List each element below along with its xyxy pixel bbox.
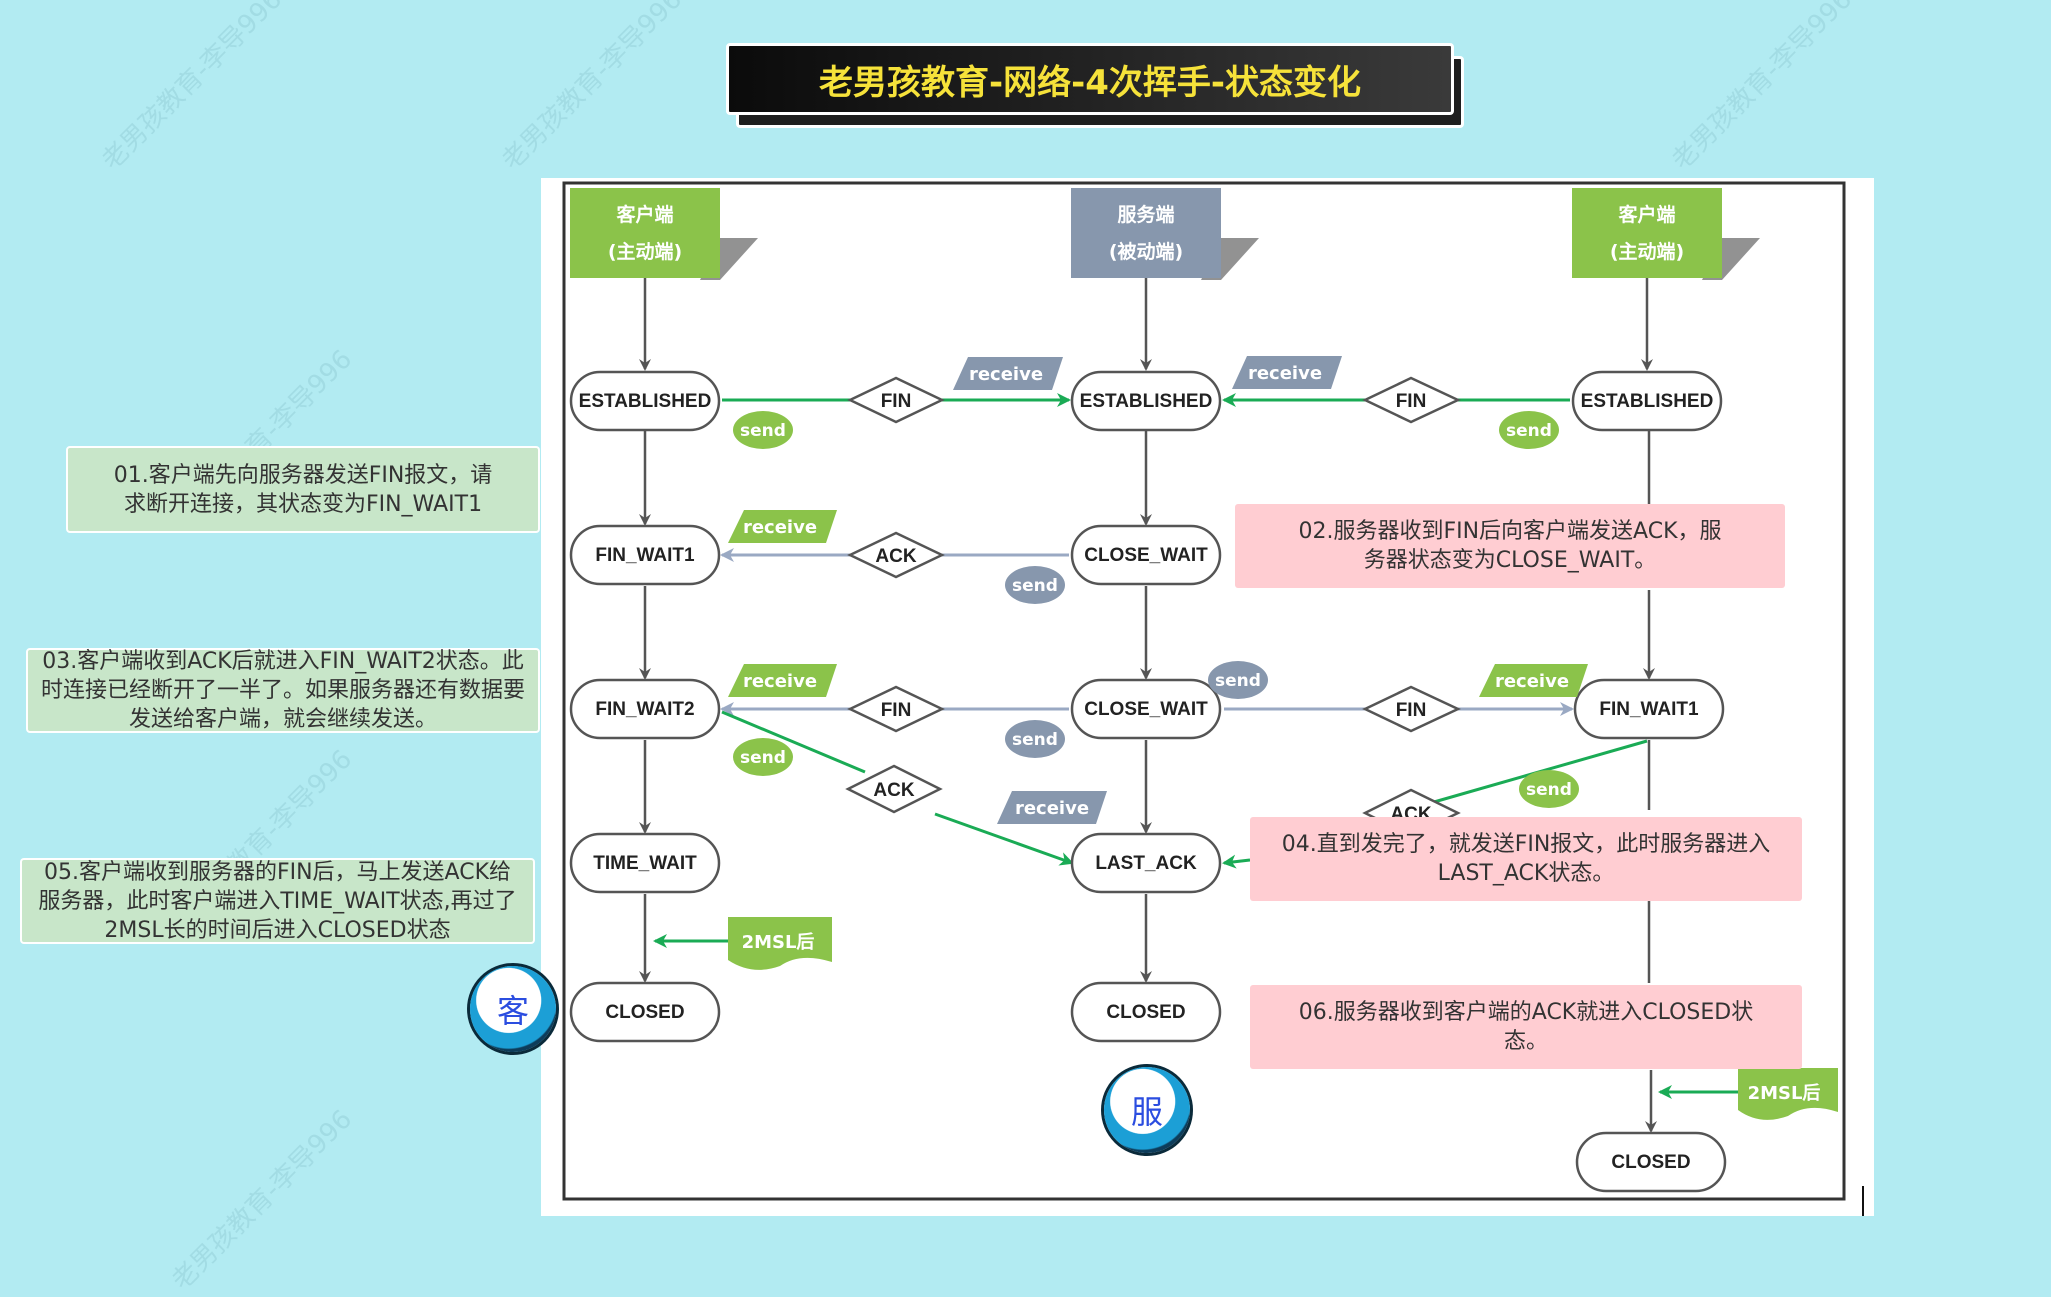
svg-text:FIN: FIN <box>881 391 912 412</box>
state-right-closed: CLOSED <box>1575 1131 1727 1193</box>
svg-text:FIN_WAIT1: FIN_WAIT1 <box>1599 699 1699 720</box>
send-tag: send <box>1519 770 1579 808</box>
svg-text:send: send <box>1526 780 1572 800</box>
svg-text:2MSL后: 2MSL后 <box>1748 1083 1821 1104</box>
send-tag: send <box>733 738 793 776</box>
svg-text:FIN: FIN <box>1396 700 1427 721</box>
header-label: 客户端 <box>1618 203 1675 226</box>
svg-text:LAST_ACK: LAST_ACK <box>1095 853 1197 874</box>
send-tag: send <box>733 411 793 449</box>
state-left-fin-wait1: FIN_WAIT1 <box>569 524 721 586</box>
message-ack-1: ACK <box>847 531 945 579</box>
svg-text:send: send <box>1215 671 1261 691</box>
note-02: 02.服务器收到FIN后向客户端发送ACK，服务器状态变为CLOSE_WAIT。 <box>1235 504 1785 588</box>
ack2-send-line <box>721 710 866 774</box>
svg-text:receive: receive <box>1248 363 1322 384</box>
server-badge-label: 服 <box>1130 1093 1163 1131</box>
receive-tag: receive <box>953 357 1063 390</box>
diagram-frame <box>562 181 1846 1201</box>
header-client-left: 客户端 (主动端) <box>570 188 758 280</box>
state-left-established: ESTABLISHED <box>569 370 721 432</box>
receive-tag: receive <box>1232 356 1342 389</box>
svg-text:TIME_WAIT: TIME_WAIT <box>593 853 697 874</box>
note-06: 06.服务器收到客户端的ACK就进入CLOSED状态。 <box>1250 985 1802 1069</box>
note-04: 04.直到发完了，就发送FIN报文，此时服务器进入LAST_ACK状态。 <box>1250 817 1802 901</box>
svg-text:send: send <box>740 421 786 441</box>
svg-text:send: send <box>1012 576 1058 596</box>
svg-text:send: send <box>1506 421 1552 441</box>
page-title-text: 老男孩教育-网络-4次挥手-状态变化 <box>819 62 1361 103</box>
message-fin-2: FIN <box>847 685 945 733</box>
receive-tag: receive <box>1479 664 1588 697</box>
svg-text:ESTABLISHED: ESTABLISHED <box>1080 391 1213 412</box>
header-sublabel: (被动端) <box>1109 240 1183 263</box>
state-mid-closed: CLOSED <box>1070 981 1222 1043</box>
state-diagram: 客户端 (主动端) 服务端 (被动端) 客户端 (主动端) <box>562 181 1846 1201</box>
svg-text:receive: receive <box>969 364 1043 385</box>
svg-text:receive: receive <box>743 517 817 538</box>
state-left-fin-wait2: FIN_WAIT2 <box>569 678 721 740</box>
header-client-right: 客户端 (主动端) <box>1572 188 1760 280</box>
svg-text:FIN: FIN <box>1396 391 1427 412</box>
svg-text:FIN: FIN <box>881 700 912 721</box>
note-05: 05.客户端收到服务器的FIN后，马上发送ACK给服务器，此时客户端进入TIME… <box>20 858 535 944</box>
client-badge-label: 客 <box>496 992 529 1030</box>
send-tag: send <box>1499 411 1559 449</box>
message-ack-2: ACK <box>845 764 943 814</box>
message-fin-right-1: FIN <box>1362 376 1461 424</box>
state-left-time-wait: TIME_WAIT <box>569 832 721 894</box>
svg-text:ACK: ACK <box>875 546 916 567</box>
svg-text:FIN_WAIT1: FIN_WAIT1 <box>595 545 695 566</box>
svg-text:CLOSED: CLOSED <box>1611 1152 1690 1173</box>
svg-text:CLOSE_WAIT: CLOSE_WAIT <box>1084 699 1208 720</box>
receive-tag: receive <box>997 791 1107 824</box>
send-tag: send <box>1005 720 1065 758</box>
vertical-flows <box>639 278 1657 1133</box>
state-mid-established: ESTABLISHED <box>1070 370 1222 432</box>
header-label: 服务端 <box>1117 203 1174 226</box>
svg-text:receive: receive <box>1495 671 1569 692</box>
text-cursor <box>1862 1186 1864 1216</box>
header-sublabel: (主动端) <box>608 240 682 263</box>
page-title: 老男孩教育-网络-4次挥手-状态变化 <box>726 43 1454 115</box>
state-left-closed: CLOSED <box>569 981 721 1043</box>
svg-text:receive: receive <box>743 671 817 692</box>
receive-tag: receive <box>728 510 837 543</box>
message-fin-right-2: FIN <box>1362 685 1461 733</box>
state-right-established: ESTABLISHED <box>1571 370 1723 432</box>
header-label: 客户端 <box>616 203 673 226</box>
svg-text:CLOSE_WAIT: CLOSE_WAIT <box>1084 545 1208 566</box>
receive-tag: receive <box>728 664 837 697</box>
state-mid-last-ack: LAST_ACK <box>1070 832 1222 894</box>
header-server: 服务端 (被动端) <box>1071 188 1259 280</box>
svg-text:FIN_WAIT2: FIN_WAIT2 <box>595 699 694 720</box>
state-right-fin-wait1: FIN_WAIT1 <box>1573 678 1725 740</box>
send-tag: send <box>1208 661 1268 699</box>
state-mid-close-wait-2: CLOSE_WAIT <box>1070 678 1222 740</box>
svg-text:2MSL后: 2MSL后 <box>742 932 815 953</box>
header-sublabel: (主动端) <box>1610 240 1684 263</box>
svg-text:send: send <box>1012 730 1058 750</box>
svg-text:CLOSED: CLOSED <box>605 1002 684 1023</box>
svg-text:ESTABLISHED: ESTABLISHED <box>1581 391 1714 412</box>
2msl-tag-right: 2MSL后 <box>1738 1068 1838 1120</box>
server-badge[interactable]: 服 <box>1104 1067 1190 1153</box>
svg-text:send: send <box>740 748 786 768</box>
ack2-receive-arrow <box>934 812 1074 866</box>
note-01: 01.客户端先向服务器发送FIN报文，请求断开连接，其状态变为FIN_WAIT1 <box>66 446 540 533</box>
state-mid-close-wait: CLOSE_WAIT <box>1070 524 1222 586</box>
message-fin-1: FIN <box>847 376 945 424</box>
svg-text:receive: receive <box>1015 798 1089 819</box>
svg-text:ESTABLISHED: ESTABLISHED <box>579 391 712 412</box>
send-tag: send <box>1005 566 1065 604</box>
2msl-tag-left: 2MSL后 <box>728 917 832 970</box>
svg-text:ACK: ACK <box>873 780 914 801</box>
ack-right-receive-arrow <box>1222 854 1251 869</box>
svg-text:CLOSED: CLOSED <box>1106 1002 1185 1023</box>
note-03: 03.客户端收到ACK后就进入FIN_WAIT2状态。此时连接已经断开了一半了。… <box>26 648 540 733</box>
client-badge[interactable]: 客 <box>470 966 556 1052</box>
